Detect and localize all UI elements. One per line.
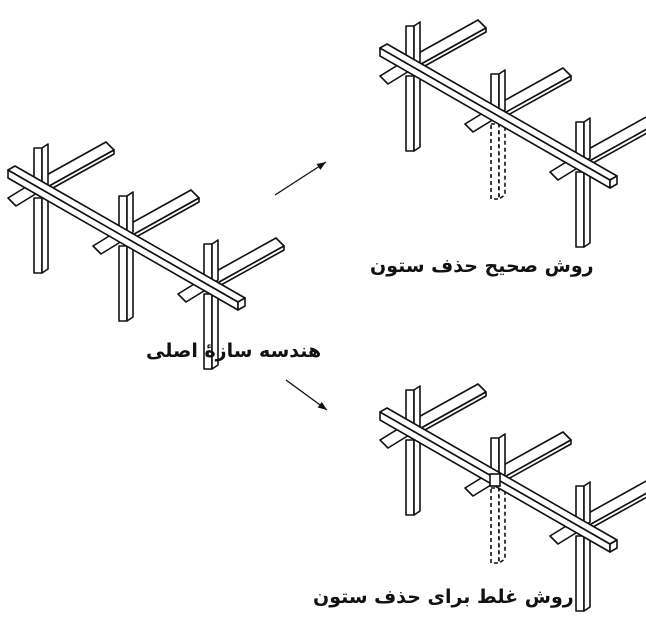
arrow-to-correct [274, 161, 327, 196]
frame-wrong [379, 383, 646, 612]
column-3 [575, 481, 591, 612]
column-2 [118, 191, 134, 322]
arrow-to-wrong [285, 379, 328, 411]
caption-correct-method: روش صحیح حذف ستون [370, 255, 594, 277]
caption-original-geometry: هندسه سازهٔ اصلی [146, 340, 322, 362]
frame-original [7, 141, 285, 370]
cross-beam [464, 431, 572, 497]
column-joint [489, 473, 501, 487]
main-beam [379, 43, 618, 189]
column-3 [575, 117, 591, 248]
main-beam [7, 165, 246, 311]
column-2 [490, 69, 506, 200]
column-1 [33, 143, 49, 274]
caption-wrong-method: روش غلط برای حذف ستون [313, 586, 574, 608]
column-1 [405, 385, 421, 516]
frame-correct [379, 19, 646, 248]
column-3 [203, 239, 219, 370]
column-2 [490, 433, 506, 564]
column-1 [405, 21, 421, 152]
